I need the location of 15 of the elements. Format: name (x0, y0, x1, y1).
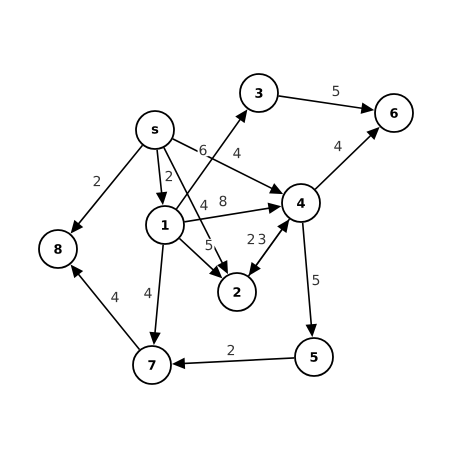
edge-label: 2 (246, 232, 256, 246)
edge-label: 4 (198, 198, 210, 212)
edge-label: 5 (204, 238, 214, 252)
edge-label: 8 (218, 194, 228, 208)
edge-label: 2 (164, 170, 174, 182)
edge-label: 5 (310, 274, 322, 286)
edge-label: 4 (110, 290, 120, 304)
edge-label: 4 (332, 140, 344, 152)
edge-label: 6 (198, 144, 208, 156)
edge-label: 4 (142, 286, 154, 300)
edge-label: 2 (92, 174, 102, 188)
edge-label: 4 (232, 146, 242, 160)
edge-label: 5 (330, 84, 342, 98)
edge-label: 3 (256, 232, 268, 246)
edge-label: 2 (226, 344, 236, 356)
